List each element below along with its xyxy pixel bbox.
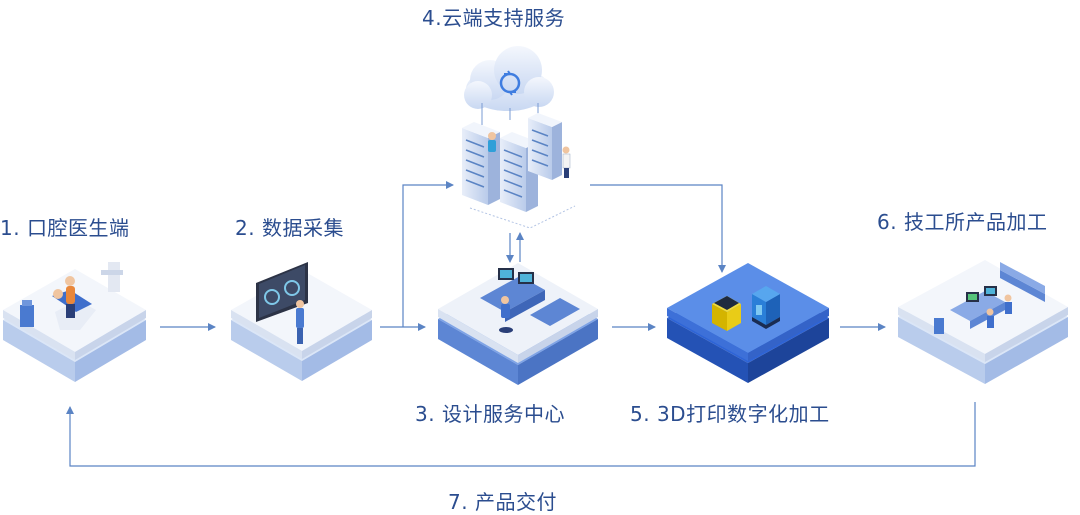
step-5-label: 5. 3D打印数字化加工: [630, 402, 830, 426]
arrow-4-to-5: [590, 184, 726, 273]
step-4-label: 4.云端支持服务: [422, 6, 566, 30]
arrow-6-to-1-return: [66, 402, 976, 467]
data-acquisition-platform: [231, 262, 372, 381]
printer-blue: [752, 286, 780, 329]
step-3-label: 3. 设计服务中心: [415, 402, 565, 426]
dental-clinic-platform: [3, 262, 146, 382]
cloud-server-illustration: [462, 46, 576, 229]
step-2-label: 2. 数据采集: [235, 216, 344, 240]
step-6-label: 6. 技工所产品加工: [877, 210, 1048, 234]
cloud-icon: [464, 46, 554, 111]
dental-lab-platform: [898, 260, 1068, 384]
design-center-platform: [438, 263, 598, 385]
3d-printing-platform: [667, 263, 829, 383]
arrow-2-to-4: [402, 181, 454, 327]
printer-yellow: [712, 296, 741, 331]
step-1-label: 1. 口腔医生端: [0, 216, 130, 240]
server-rack-3: [528, 113, 562, 180]
arrows: [66, 181, 976, 467]
